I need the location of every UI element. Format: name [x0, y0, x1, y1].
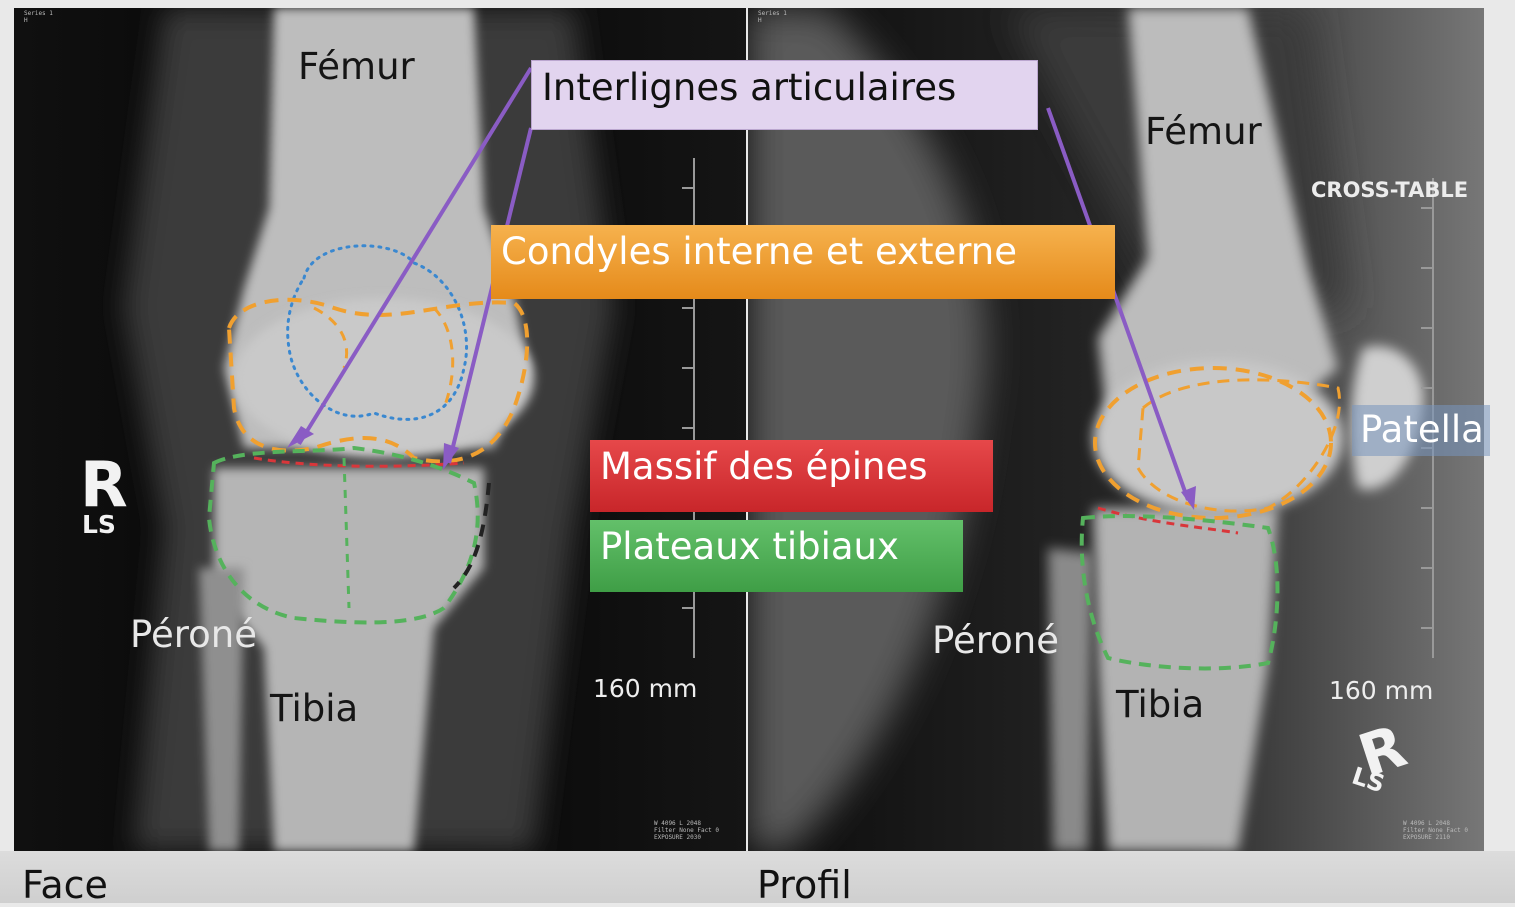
- r-marker-left: R: [80, 454, 128, 516]
- legend-massif-box: Massif des épines: [590, 440, 993, 512]
- dicom-series-text-right: Series 1 H: [758, 10, 787, 24]
- femur-label-profil: Fémur: [1145, 113, 1262, 150]
- legend-interlignes-box: Interlignes articulaires: [531, 60, 1038, 130]
- patella-label: Patella: [1352, 405, 1490, 456]
- dicom-exposure-text-right: W 4096 L 2048 Filter None Fact 0 EXPOSUR…: [1403, 820, 1468, 841]
- ls-marker-left: LS: [82, 512, 116, 537]
- scale-label-face: 160 mm: [593, 674, 697, 703]
- perone-label-profil: Péroné: [932, 622, 1059, 659]
- dicom-series-text-left: Series 1 H: [24, 10, 53, 24]
- profil-caption: Profil: [757, 866, 852, 904]
- legend-plateaux-box: Plateaux tibiaux: [590, 520, 963, 592]
- tibia-label-face: Tibia: [270, 690, 358, 727]
- perone-label-face: Péroné: [130, 616, 257, 653]
- xray-face-panel: Series 1 H W 4096 L 2048 Filter None Fac…: [14, 8, 746, 851]
- scale-label-profil: 160 mm: [1329, 676, 1433, 705]
- cross-table-label: CROSS-TABLE: [1311, 178, 1468, 202]
- dicom-exposure-text-left: W 4096 L 2048 Filter None Fact 0 EXPOSUR…: [654, 820, 719, 841]
- face-caption: Face: [22, 866, 108, 904]
- legend-condyles-box: Condyles interne et externe: [491, 225, 1115, 299]
- femur-label-face: Fémur: [298, 48, 415, 85]
- tibia-label-profil: Tibia: [1116, 686, 1204, 723]
- xray-face-image: [14, 8, 746, 851]
